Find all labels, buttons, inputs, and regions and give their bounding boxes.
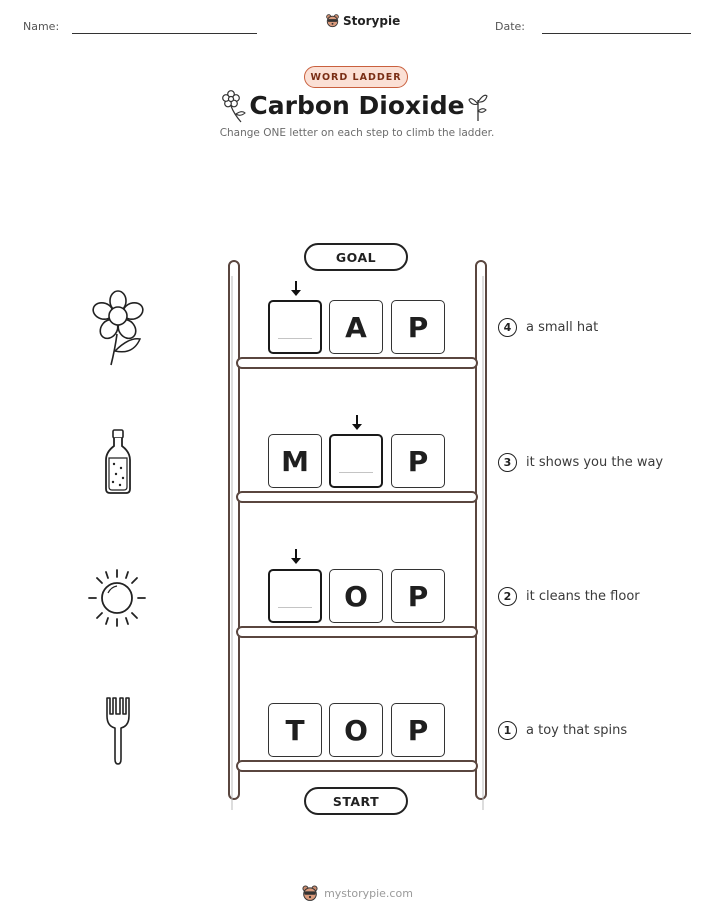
clue-text: it cleans the floor (526, 589, 640, 604)
bear-icon (302, 885, 318, 901)
letter-tile: P (391, 434, 445, 488)
name-field[interactable] (72, 33, 257, 34)
footer: mystorypie.com (0, 884, 714, 902)
clue: 3 it shows you the way (498, 453, 663, 472)
sprout-icon (468, 94, 488, 121)
clue: 2 it cleans the floor (498, 587, 640, 606)
brand-logo: Storypie (325, 13, 400, 28)
page-title: Carbon Dioxide (249, 91, 465, 120)
letter-tile: P (391, 703, 445, 757)
clue-text: it shows you the way (526, 455, 664, 470)
instructions: Change ONE letter on each step to climb … (219, 127, 495, 139)
bear-icon (326, 14, 339, 28)
flower-doodle-icon (222, 90, 246, 123)
letter-blank[interactable] (268, 300, 322, 354)
sun-icon (88, 569, 146, 627)
footer-url[interactable]: mystorypie.com (324, 886, 413, 900)
name-label: Name: (23, 20, 60, 33)
clue: 4 a small hat (498, 318, 598, 337)
change-arrow-icon (290, 280, 302, 301)
step-number: 3 (498, 453, 517, 472)
step-number: 4 (498, 318, 517, 337)
letter-tile: O (329, 569, 383, 623)
worksheet-badge: WORD LADDER (304, 66, 408, 88)
start-label: START (304, 787, 408, 815)
date-label: Date: (495, 20, 525, 33)
date-field[interactable] (542, 33, 691, 34)
letter-blank[interactable] (268, 569, 322, 623)
change-arrow-icon (351, 414, 363, 435)
letter-tile: O (329, 703, 383, 757)
step-number: 2 (498, 587, 517, 606)
bottle-icon (105, 429, 131, 494)
letter-tile: T (268, 703, 322, 757)
step-number: 1 (498, 721, 517, 740)
clue-text: a small hat (526, 320, 599, 335)
letter-tile: P (391, 300, 445, 354)
letter-tile: M (268, 434, 322, 488)
change-arrow-icon (290, 548, 302, 569)
letter-tile: A (329, 300, 383, 354)
fork-icon (106, 697, 130, 765)
brand-name: Storypie (343, 13, 401, 28)
letter-blank[interactable] (329, 434, 383, 488)
letter-tile: P (391, 569, 445, 623)
clue-text: a toy that spins (526, 723, 628, 738)
goal-label: GOAL (304, 243, 408, 271)
flower-icon (92, 290, 144, 366)
clue: 1 a toy that spins (498, 721, 627, 740)
